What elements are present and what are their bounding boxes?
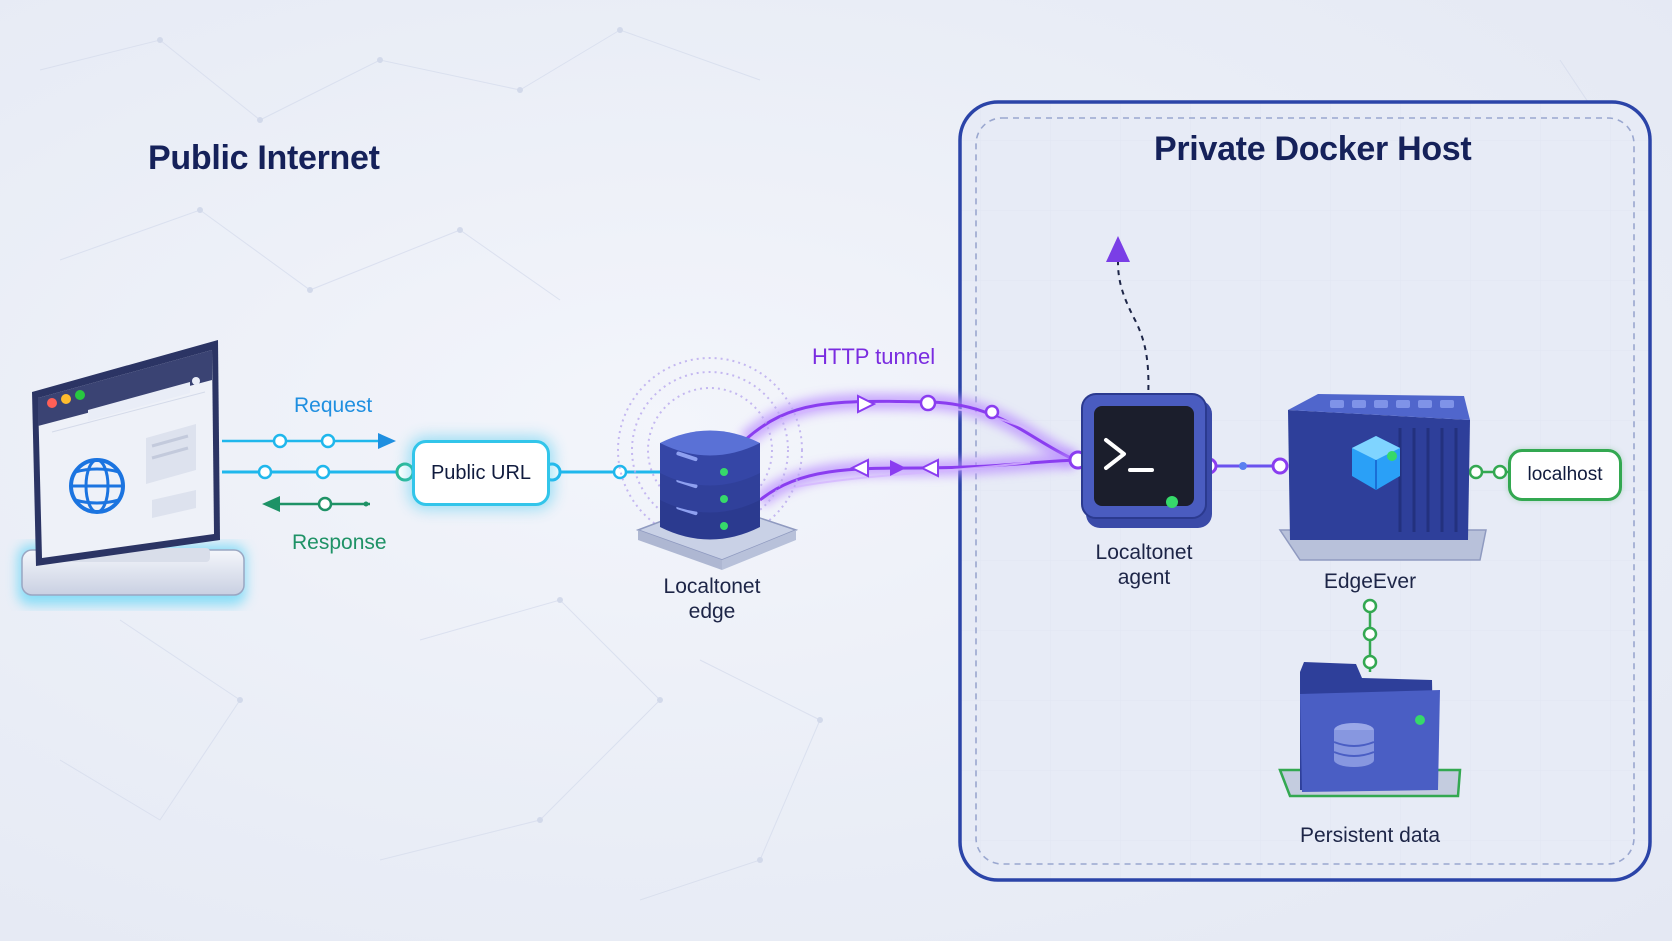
request-label: Request: [294, 394, 373, 417]
agent-label-line1: Localtonet: [1095, 541, 1193, 564]
agent-label: Localtonet agent: [1084, 540, 1204, 590]
http-tunnel: [739, 393, 1088, 507]
edge-label-line2: edge: [688, 600, 736, 623]
storage-label: Persistent data: [1299, 824, 1441, 847]
app-localhost-link: [1468, 464, 1510, 480]
response-line: [262, 496, 370, 512]
request-line: [222, 433, 396, 449]
main-link-line: [222, 462, 660, 482]
public-url-node[interactable]: Public URL: [412, 440, 550, 506]
app-storage-link: [1362, 598, 1378, 672]
edge-label-line1: Localtonet: [663, 575, 761, 598]
public-url-label: Public URL: [430, 461, 532, 484]
agent-label-line2: agent: [1117, 566, 1171, 589]
private-host-title: Private Docker Host: [1154, 130, 1472, 168]
http-tunnel-label: HTTP tunnel: [812, 344, 936, 369]
edge-label: Localtonet edge: [652, 574, 772, 624]
public-internet-title: Public Internet: [148, 139, 380, 177]
response-label: Response: [292, 531, 387, 554]
outbound-arrow: [1106, 236, 1150, 401]
app-label: EdgeEver: [1323, 570, 1417, 593]
localhost-label: localhost: [1527, 464, 1603, 485]
localhost-node[interactable]: localhost: [1508, 449, 1622, 501]
